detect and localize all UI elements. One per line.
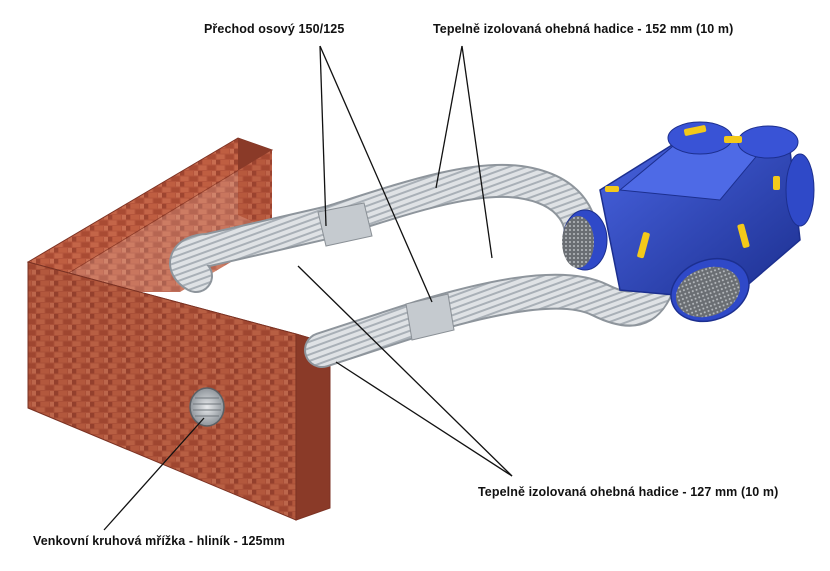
outdoor-grille bbox=[189, 387, 225, 427]
ventilation-unit bbox=[562, 121, 815, 323]
brick-wall bbox=[26, 137, 331, 521]
label-transition: Přechod osový 150/125 bbox=[204, 22, 345, 36]
label-outdoor-grille: Venkovní kruhová mřížka - hliník - 125mm bbox=[33, 534, 286, 548]
label-hose-127: Tepelně izolovaná ohebná hadice - 127 mm… bbox=[478, 485, 779, 499]
hose-upper bbox=[169, 163, 599, 293]
hose-lower bbox=[304, 272, 673, 368]
label-hose-152: Tepelně izolovaná ohebná hadice - 152 mm… bbox=[433, 22, 734, 36]
leader-lines bbox=[103, 45, 513, 531]
